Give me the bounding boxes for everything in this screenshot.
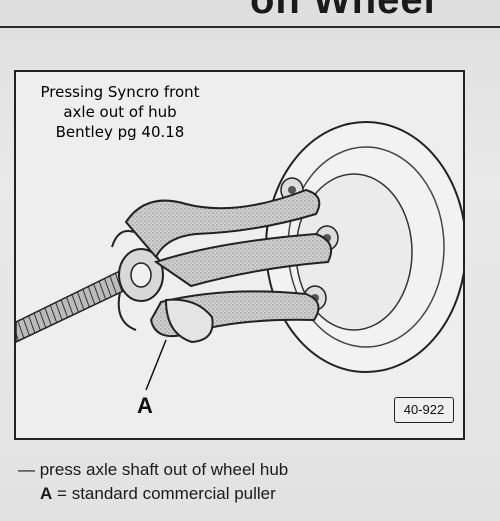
puller-body xyxy=(111,188,332,344)
legend-key: A xyxy=(40,484,53,503)
callout-letter-a: A xyxy=(137,393,153,418)
instruction-block: — press axle shaft out of wheel hub A = … xyxy=(18,458,288,506)
annotation-line-1: Pressing Syncro front xyxy=(40,83,200,101)
legend-line: A = standard commercial puller xyxy=(18,482,288,506)
annotation-line-3: Bentley pg 40.18 xyxy=(55,123,185,141)
callout-leader xyxy=(145,339,167,391)
legend-value: standard commercial puller xyxy=(71,484,276,503)
heading-rule xyxy=(0,26,500,28)
instruction-step: — press axle shaft out of wheel hub xyxy=(18,460,289,479)
puller-illustration xyxy=(16,121,463,391)
legend-separator: = xyxy=(57,484,67,503)
figure-code-label: 40-922 xyxy=(394,397,454,423)
threaded-spindle xyxy=(16,266,135,343)
annotation-line-2: axle out of hub xyxy=(63,103,177,121)
figure-frame xyxy=(14,70,465,440)
handwritten-annotation: Pressing Syncro front axle out of hub Be… xyxy=(20,82,220,142)
page-heading: on Wheel xyxy=(250,0,436,22)
